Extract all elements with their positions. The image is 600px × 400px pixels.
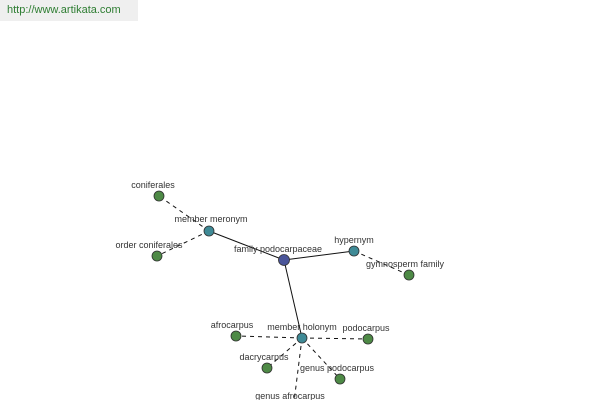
node-label-podocarpus[interactable]: podocarpus [342, 323, 390, 333]
node-label-hypernym[interactable]: hypernym [334, 235, 374, 245]
node-podocarpus[interactable] [362, 333, 374, 345]
node-dacrycarpus[interactable] [261, 362, 273, 374]
node-afrocarpus[interactable] [230, 330, 242, 342]
edges-layer [156, 195, 410, 400]
node-label-genus-podocarpus[interactable]: genus podocarpus [300, 363, 375, 373]
edge-family-podocarpaceae-to-member-holonym [283, 259, 303, 339]
node-genus-podocarpus[interactable] [334, 373, 346, 385]
node-label-coniferales[interactable]: coniferales [131, 180, 175, 190]
node-label-member-meronym[interactable]: member meronym [174, 214, 247, 224]
node-label-gymnosperm-family[interactable]: gymnosperm family [366, 259, 445, 269]
edge-member-holonym-to-podocarpus [301, 337, 369, 340]
nodes-layer [151, 190, 415, 385]
edge-family-podocarpaceae-to-hypernym [283, 250, 355, 261]
node-order-coniferales[interactable] [151, 250, 163, 262]
edge-member-holonym-to-genus-podocarpus [301, 337, 341, 380]
node-member-meronym[interactable] [203, 225, 215, 237]
url-banner: http://www.artikata.com [0, 0, 138, 21]
node-gymnosperm-family[interactable] [403, 269, 415, 281]
edge-family-podocarpaceae-to-member-meronym [208, 230, 285, 261]
node-label-family-podocarpaceae[interactable]: family podocarpaceae [234, 244, 322, 254]
edge-member-meronym-to-coniferales [158, 195, 210, 232]
node-label-genus-afrocarpus[interactable]: genus afrocarpus [255, 391, 325, 400]
labels-layer: family podocarpaceae member meronym hypern… [115, 180, 444, 400]
edge-member-holonym-to-afrocarpus [235, 335, 303, 339]
node-family-podocarpaceae[interactable] [278, 254, 290, 266]
node-member-holonym[interactable] [296, 332, 308, 344]
edge-member-meronym-to-order-coniferales [156, 230, 210, 257]
node-label-afrocarpus[interactable]: afrocarpus [211, 320, 254, 330]
edge-hypernym-to-gymnosperm-family [353, 250, 410, 276]
node-hypernym[interactable] [348, 245, 360, 257]
site-url-link[interactable]: http://www.artikata.com [7, 4, 121, 16]
node-label-dacrycarpus[interactable]: dacrycarpus [239, 352, 289, 362]
node-label-order-coniferales[interactable]: order coniferales [115, 240, 183, 250]
node-coniferales[interactable] [153, 190, 165, 202]
node-label-member-holonym[interactable]: member holonym [267, 322, 337, 332]
